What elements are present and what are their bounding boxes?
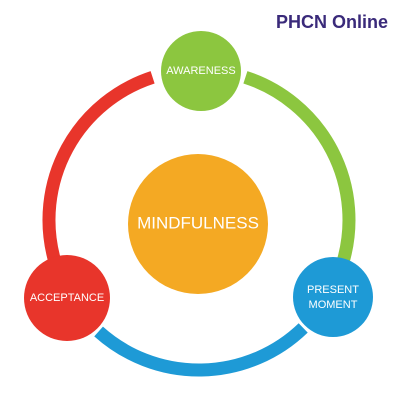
- node-present-moment-label-line2: MOMENT: [309, 299, 358, 311]
- center-circle-mindfulness: [128, 154, 268, 294]
- brand-logo-text: PHCN Online: [276, 12, 388, 32]
- node-acceptance-label: ACCEPTANCE: [30, 292, 104, 304]
- node-present-moment: [293, 257, 373, 337]
- node-acceptance: [24, 255, 110, 341]
- ring-arc-present-to-acceptance: [94, 323, 308, 377]
- node-awareness-label: AWARENESS: [166, 65, 235, 77]
- ring-arc-awareness-to-present: [243, 71, 356, 266]
- ring-arc-acceptance-to-awareness: [42, 71, 155, 261]
- center-label: MINDFULNESS: [137, 213, 259, 232]
- node-present-moment-label-line1: PRESENT: [307, 284, 359, 296]
- node-awareness: [161, 31, 241, 111]
